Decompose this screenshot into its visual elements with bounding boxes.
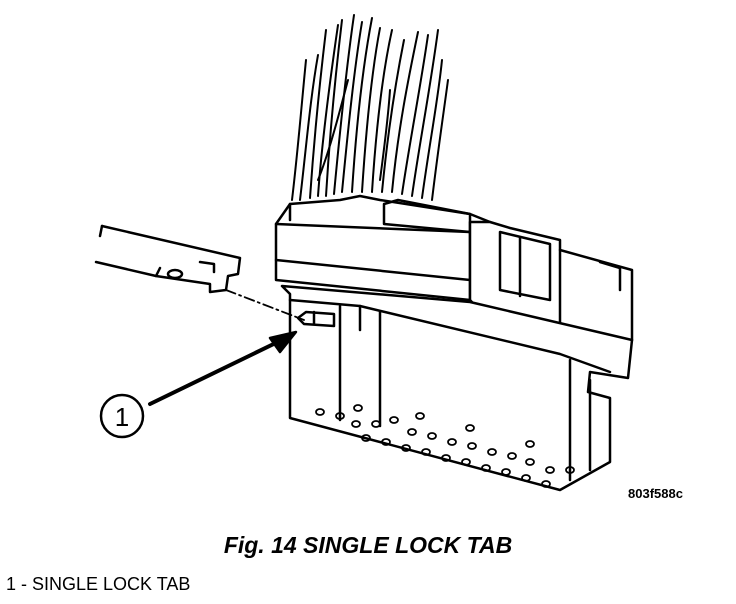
release-tool: [94, 224, 305, 321]
connector-illustration: 1: [94, 14, 634, 492]
connector-cap: [274, 194, 492, 302]
callout-circle: [99, 393, 145, 439]
single-lock-tab: [296, 310, 336, 328]
figure-caption: Fig. 14 SINGLE LOCK TAB: [223, 532, 513, 558]
legend-item: 1 - SINGLE LOCK TAB: [6, 574, 191, 594]
terminal-cavities: [315, 404, 575, 488]
callout-number: 1: [115, 402, 129, 432]
callout-arrow: [148, 330, 298, 406]
wire-bundle: [291, 14, 449, 201]
figure-reference-code: 803f588c: [628, 486, 683, 501]
